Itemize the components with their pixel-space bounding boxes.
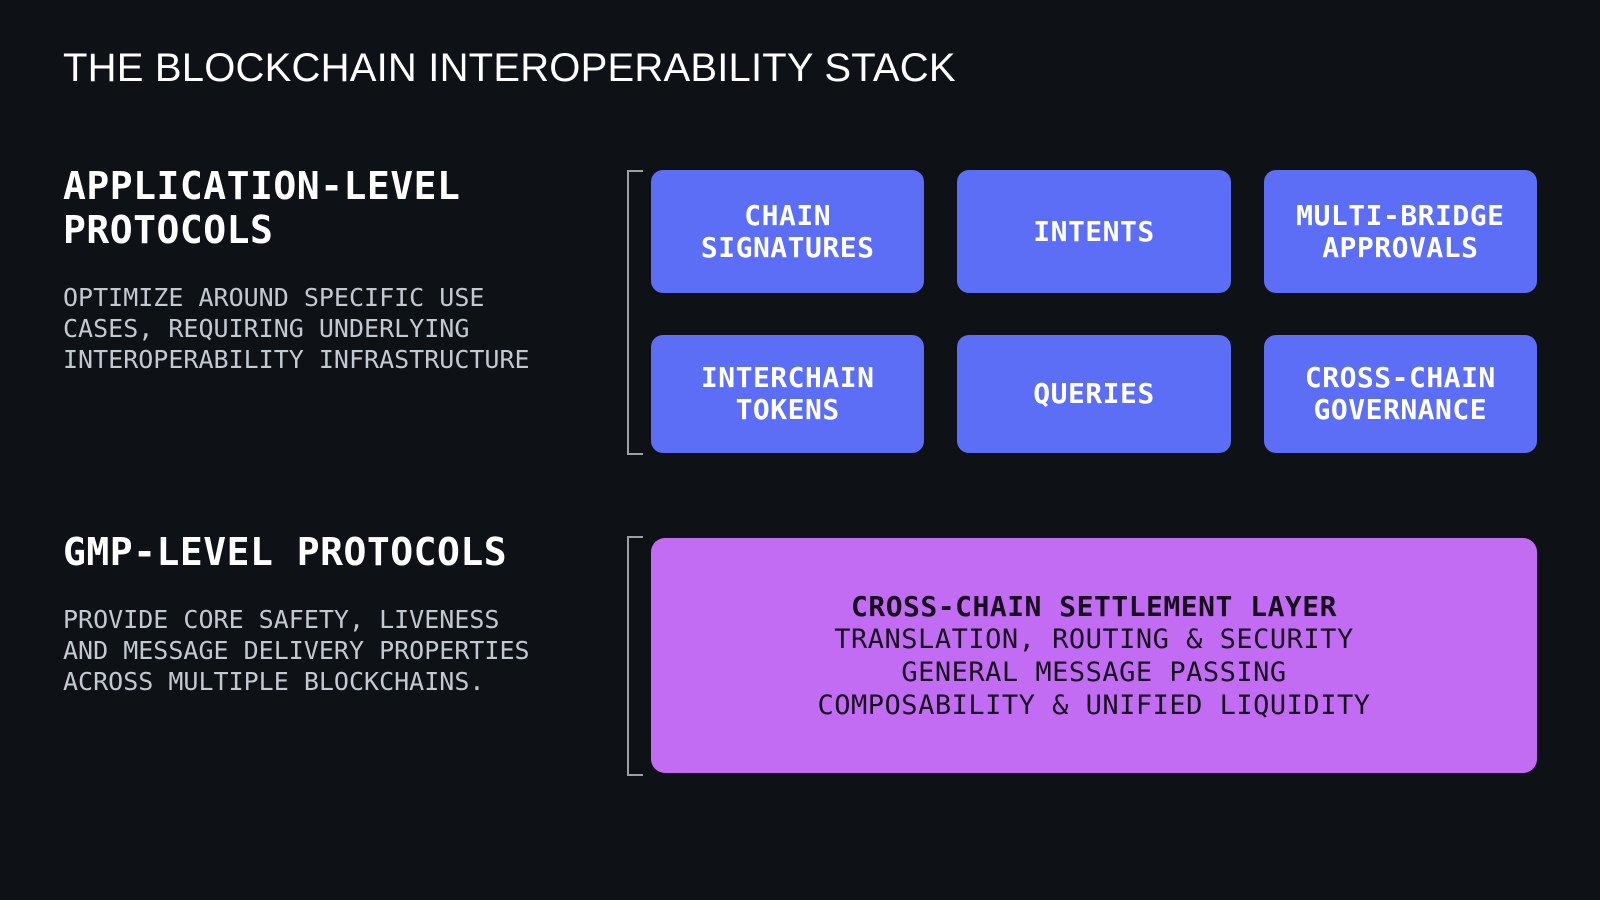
gmp-section-text: GMP-LEVEL PROTOCOLS PROVIDE CORE SAFETY,…	[63, 530, 628, 697]
application-section-heading: APPLICATION-LEVEL PROTOCOLS	[63, 164, 461, 252]
protocol-box-interchain-tokens: INTERCHAIN TOKENS	[651, 335, 925, 453]
application-section-text: APPLICATION-LEVEL PROTOCOLS OPTIMIZE ARO…	[63, 164, 628, 375]
settlement-layer-line: GENERAL MESSAGE PASSING	[901, 656, 1287, 688]
gmp-section-description: PROVIDE CORE SAFETY, LIVENESS AND MESSAG…	[63, 605, 530, 696]
gmp-section-heading: GMP-LEVEL PROTOCOLS	[63, 530, 508, 574]
page-title: THE BLOCKCHAIN INTEROPERABILITY STACK	[63, 46, 956, 90]
application-section-description: OPTIMIZE AROUND SPECIFIC USE CASES, REQU…	[63, 283, 530, 374]
gmp-bracket	[627, 536, 643, 776]
protocol-box-multi-bridge-approvals: MULTI-BRIDGE APPROVALS	[1263, 170, 1537, 293]
settlement-layer-line: TRANSLATION, ROUTING & SECURITY	[834, 623, 1354, 655]
settlement-layer-line: COMPOSABILITY & UNIFIED LIQUIDITY	[817, 689, 1371, 721]
protocol-box-intents: INTENTS	[957, 170, 1231, 293]
protocol-box-cross-chain-governance: CROSS-CHAIN GOVERNANCE	[1263, 335, 1537, 453]
application-protocols-grid: CHAIN SIGNATURES INTENTS MULTI-BRIDGE AP…	[651, 170, 1537, 453]
protocol-box-queries: QUERIES	[957, 335, 1231, 453]
protocol-box-chain-signatures: CHAIN SIGNATURES	[651, 170, 925, 293]
cross-chain-settlement-layer-box: CROSS-CHAIN SETTLEMENT LAYER TRANSLATION…	[651, 538, 1537, 773]
settlement-layer-title: CROSS-CHAIN SETTLEMENT LAYER	[850, 589, 1337, 623]
application-bracket	[627, 170, 643, 455]
